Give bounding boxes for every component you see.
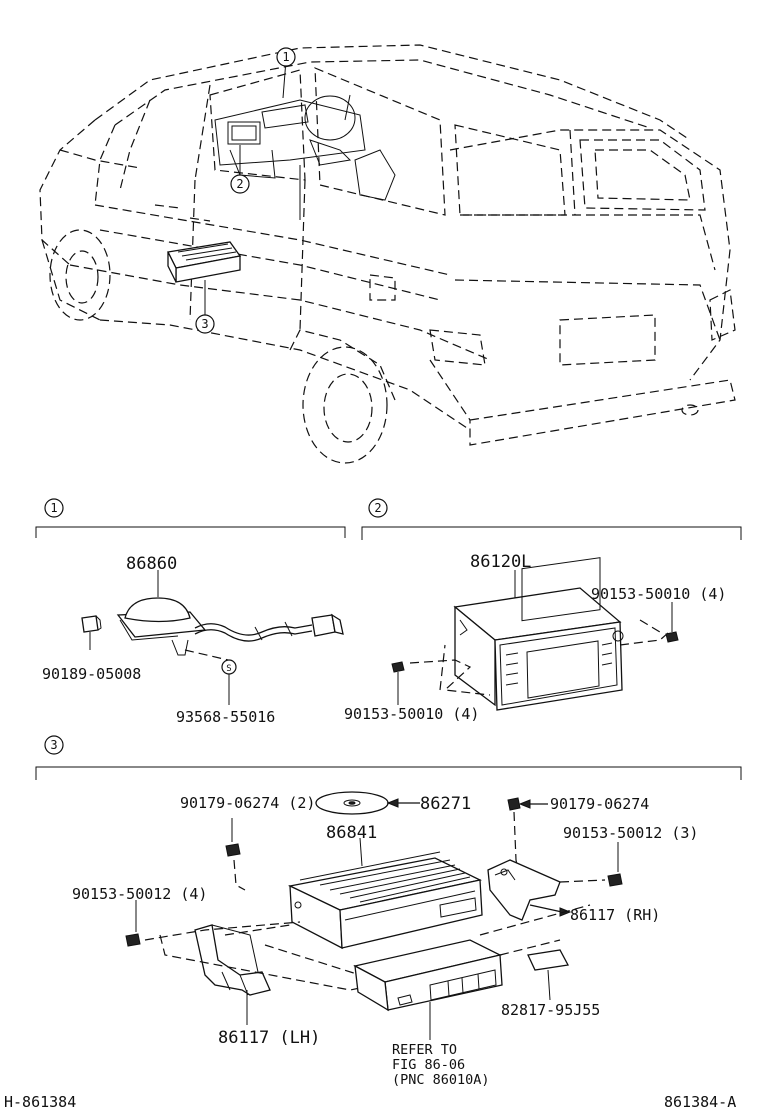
part-display: 86120L [470, 552, 531, 572]
svg-text:2: 2 [236, 177, 243, 191]
part-label: 82817-95J55 [501, 1001, 600, 1019]
section-2: 2 86120L 90153-50010 (4) 90153-50010 (4) [344, 498, 742, 723]
svg-text:3: 3 [201, 317, 208, 331]
svg-text:2: 2 [374, 501, 381, 515]
callout-3-vehicle: 3 [195, 314, 215, 334]
antenna-dome [124, 597, 191, 623]
clip [81, 615, 99, 633]
section-1-bracket [35, 526, 346, 538]
refer-line-1: REFER TO [392, 1042, 457, 1058]
footer-right-code: 861384-A [664, 1093, 736, 1111]
part-screw-right: 90153-50010 (4) [591, 585, 726, 603]
refer-line-3: (PNC 86010A) [392, 1072, 490, 1088]
label-plate [527, 949, 570, 971]
part-player: 86841 [326, 823, 377, 843]
callout-2-vehicle: 2 [230, 174, 250, 194]
section-3-bracket [35, 766, 742, 780]
part-nut-left: 90179-06274 (2) [180, 794, 315, 812]
section-3: 3 [35, 735, 742, 1088]
svg-text:3: 3 [50, 738, 57, 752]
display-front [494, 621, 623, 711]
refer-line-2: FIG 86-06 [392, 1057, 465, 1073]
svg-text:S: S [226, 664, 231, 674]
callout-1-vehicle: 1 [276, 47, 296, 67]
part-bracket-rh: 86117 (RH) [570, 906, 660, 924]
bracket-rh [487, 859, 561, 921]
part-screw-right: 90153-50012 (3) [563, 824, 698, 842]
footer-left-code: H-861384 [4, 1093, 76, 1111]
section-2-callout [368, 498, 388, 518]
svg-text:1: 1 [50, 501, 57, 515]
part-bracket-lh: 86117 (LH) [218, 1028, 320, 1048]
part-screw-left: 90153-50010 (4) [344, 705, 479, 723]
vehicle-illustration [39, 44, 736, 464]
part-nut-right: 90179-06274 [550, 795, 649, 813]
section-3-callout [44, 735, 64, 755]
section-2-bracket [361, 526, 742, 540]
part-antenna: 86860 [126, 554, 177, 574]
section-1-callout [44, 498, 64, 518]
part-screw-left: 90153-50012 (4) [72, 885, 207, 903]
part-screw: 93568-55016 [176, 708, 275, 726]
section-1: 1 S 86860 90189-05008 93568-55016 [35, 498, 346, 726]
part-disc: 86271 [420, 794, 471, 814]
svg-text:1: 1 [282, 50, 289, 64]
part-clip: 90189-05008 [42, 665, 141, 683]
bracket-lh [194, 924, 271, 996]
